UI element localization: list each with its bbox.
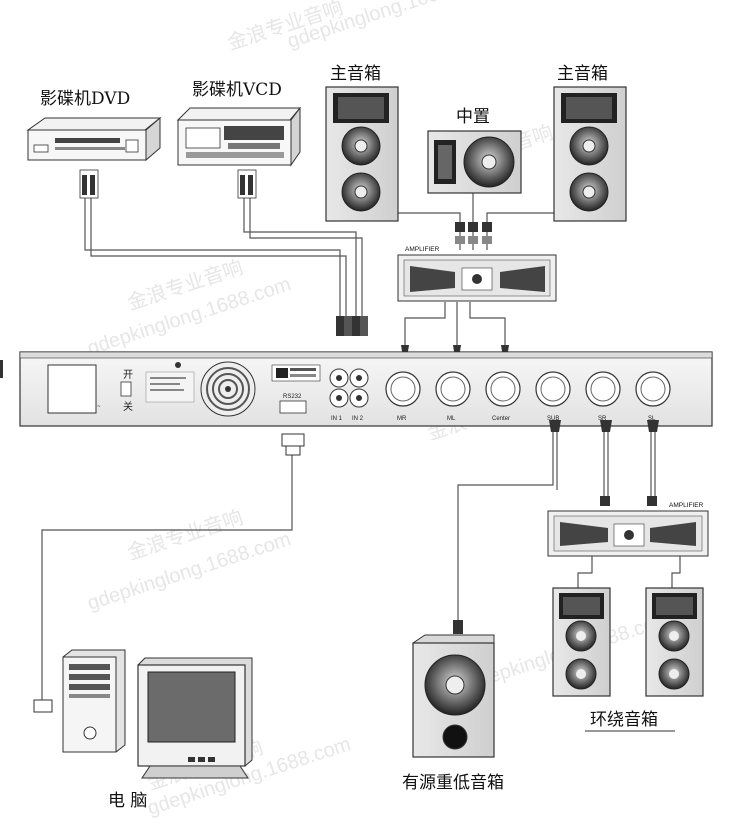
main-speaker-right-label: 主音箱 — [557, 64, 608, 84]
rs232-label: RS232 — [283, 394, 302, 400]
input-jacks — [329, 368, 369, 408]
svg-text:~: ~ — [97, 404, 101, 410]
dvd-player: 影碟机DVD — [26, 89, 162, 199]
front-amplifier-label: AMPLIFIER — [405, 246, 440, 253]
main-speaker-right: 主音箱 — [553, 64, 627, 222]
center-speaker-label: 中置 — [456, 107, 490, 127]
output-label-ml: ML — [447, 416, 456, 422]
output-plugs-bottom — [549, 420, 659, 432]
output-label-center: Center — [492, 416, 510, 422]
in1-label: IN 1 — [331, 416, 343, 422]
dvd-label: 影碟机DVD — [40, 89, 130, 109]
output-label-mr: MR — [397, 416, 407, 422]
power-label-off: 关 — [123, 400, 133, 413]
subwoofer: 有源重低音箱 — [402, 620, 504, 793]
surround-amplifier-label: AMPLIFIER — [669, 502, 704, 509]
computer-label: 电 脑 — [108, 791, 147, 811]
main-speaker-left-label: 主音箱 — [330, 64, 381, 84]
output-label-sub: SUB — [547, 416, 559, 422]
surround-speaker-right — [645, 587, 704, 697]
subwoofer-label: 有源重低音箱 — [402, 773, 504, 793]
xlr-output-jacks — [385, 371, 671, 407]
output-label-sr: SR — [598, 416, 607, 422]
power-switch[interactable] — [120, 381, 132, 397]
rs232-port[interactable] — [279, 400, 307, 414]
input-plugs — [336, 316, 368, 336]
surround-amplifier: AMPLIFIER — [547, 496, 709, 557]
surround-speaker-left — [552, 587, 611, 697]
front-speaker-connectors — [455, 222, 492, 244]
vcd-label: 影碟机VCD — [192, 80, 282, 100]
main-speaker-left: 主音箱 — [325, 64, 399, 222]
power-label-on: 开 — [123, 370, 133, 381]
output-label-sl: SL — [648, 416, 656, 422]
computer: 电 脑 — [33, 649, 253, 811]
front-amplifier: AMPLIFIER — [397, 246, 557, 302]
rs232-cable-connector — [281, 433, 305, 456]
surround-speakers-label: 环绕音箱 — [590, 710, 658, 730]
in2-label: IN 2 — [352, 416, 364, 422]
processor-unit: ~ 开 关 RS232 — [19, 351, 713, 427]
vcd-player: 影碟机VCD — [176, 80, 302, 199]
fan-grille — [200, 361, 256, 417]
center-speaker: 中置 — [427, 107, 522, 194]
cables — [41, 193, 681, 700]
